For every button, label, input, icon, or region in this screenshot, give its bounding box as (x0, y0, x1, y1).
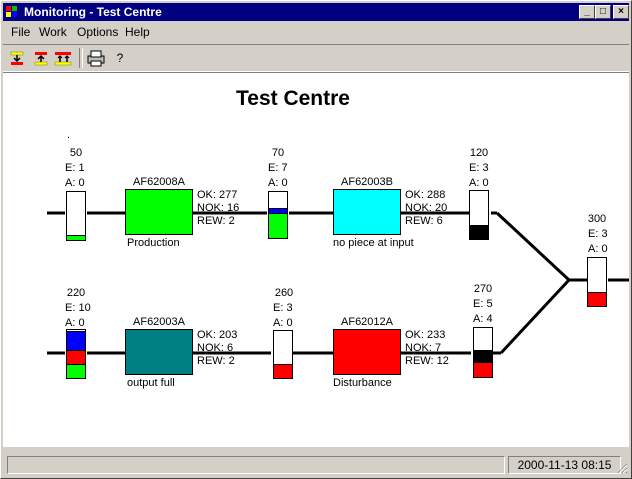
machine-rew-count: REW: 2 (197, 215, 235, 227)
title-bar[interactable]: Monitoring - Test Centre _ □ × (3, 3, 629, 21)
buffer-gauge[interactable] (66, 329, 86, 379)
menu-file[interactable]: File (11, 25, 31, 39)
toolbar-separator (79, 48, 83, 68)
machine-id: AF62003B (341, 176, 393, 188)
buffer-gauge[interactable] (473, 327, 493, 378)
machine-id: AF62003A (133, 316, 185, 328)
buffer-fill-segment (274, 364, 292, 378)
buffer-fill-segment (470, 225, 488, 239)
resize-grip-icon[interactable] (616, 462, 628, 474)
buffer-e-count: E: 1 (65, 162, 85, 174)
buffer-fill-segment (67, 331, 85, 350)
buffer-capacity: 70 (271, 147, 285, 159)
status-datetime: 2000-11-13 08:15 (508, 456, 621, 474)
buffer-fill-segment (67, 350, 85, 364)
machine-status: no piece at input (333, 237, 414, 249)
buffer-a-count: A: 0 (588, 243, 608, 255)
move-up-icon[interactable] (31, 47, 53, 69)
buffer-fill-segment (67, 364, 85, 378)
machine-rew-count: REW: 2 (197, 355, 235, 367)
machine-id: AF62008A (133, 176, 185, 188)
buffer-a-count: A: 0 (273, 317, 293, 329)
buffer-gauge[interactable] (469, 190, 489, 240)
machine-nok-count: NOK: 16 (197, 202, 240, 214)
buffer-a-count: A: 0 (65, 177, 85, 189)
buffer-capacity: 260 (274, 287, 294, 299)
buffer-fill-segment (269, 208, 287, 213)
close-button[interactable]: × (613, 5, 629, 19)
buffer-fill-segment (588, 292, 606, 306)
buffer-gauge[interactable] (268, 191, 288, 239)
menu-bar: File Work Options Help (3, 22, 629, 42)
buffer-a-count: A: 4 (473, 313, 493, 325)
buffer-fill-segment (474, 362, 492, 377)
machine-status: Disturbance (333, 377, 392, 389)
machine-box[interactable] (333, 189, 401, 235)
buffer-e-count: E: 3 (273, 302, 293, 314)
move-down-icon[interactable] (7, 47, 29, 69)
toolbar: ? (3, 44, 629, 72)
diagram-title: Test Centre (236, 87, 350, 110)
buffer-capacity: 50 (69, 147, 83, 159)
buffer-fill-segment (67, 235, 85, 240)
buffer-a-count: A: 0 (469, 177, 489, 189)
machine-ok-count: OK: 288 (405, 189, 446, 201)
help-icon[interactable]: ? (116, 51, 124, 65)
machine-ok-count: OK: 203 (197, 329, 238, 341)
flow-diagram-area: Test Centre . 50 E: 1 A: 0 AF62008A Prod… (3, 72, 629, 447)
dot-mark: . (67, 129, 71, 141)
print-icon[interactable] (85, 47, 107, 69)
buffer-capacity: 220 (66, 287, 86, 299)
status-message (7, 456, 505, 474)
buffer-fill-segment (474, 350, 492, 362)
buffer-e-count: E: 5 (473, 298, 493, 310)
buffer-e-count: E: 3 (588, 228, 608, 240)
menu-options[interactable]: Options (77, 25, 119, 39)
menu-work[interactable]: Work (39, 25, 67, 39)
app-icon[interactable] (6, 6, 18, 18)
buffer-e-count: E: 7 (268, 162, 288, 174)
buffer-capacity: 120 (469, 147, 489, 159)
buffer-gauge[interactable] (273, 330, 293, 379)
machine-rew-count: REW: 6 (405, 215, 443, 227)
machine-status: Production (127, 237, 180, 249)
buffer-e-count: E: 10 (65, 302, 91, 314)
machine-id: AF62012A (341, 316, 393, 328)
menu-help[interactable]: Help (125, 25, 150, 39)
minimize-button[interactable]: _ (579, 5, 595, 19)
machine-ok-count: OK: 233 (405, 329, 446, 341)
machine-box[interactable] (125, 189, 193, 235)
window-title: Monitoring - Test Centre (24, 5, 162, 19)
machine-nok-count: NOK: 20 (405, 202, 448, 214)
buffer-capacity: 270 (473, 283, 493, 295)
buffer-capacity: 300 (587, 213, 607, 225)
machine-box[interactable] (125, 329, 193, 375)
machine-status: output full (127, 377, 175, 389)
buffer-gauge[interactable] (587, 257, 607, 307)
machine-nok-count: NOK: 7 (405, 342, 442, 354)
buffer-e-count: E: 3 (469, 162, 489, 174)
machine-box[interactable] (333, 329, 401, 375)
connection-lines (47, 211, 629, 355)
buffer-gauge[interactable] (66, 191, 86, 241)
machine-ok-count: OK: 277 (197, 189, 238, 201)
buffer-a-count: A: 0 (268, 177, 288, 189)
machine-nok-count: NOK: 6 (197, 342, 234, 354)
maximize-button[interactable]: □ (595, 5, 611, 19)
machine-rew-count: REW: 12 (405, 355, 449, 367)
status-bar: 2000-11-13 08:15 (3, 453, 629, 475)
move-all-up-icon[interactable] (53, 47, 75, 69)
buffer-a-count: A: 0 (65, 317, 85, 329)
buffer-fill-segment (269, 213, 287, 238)
